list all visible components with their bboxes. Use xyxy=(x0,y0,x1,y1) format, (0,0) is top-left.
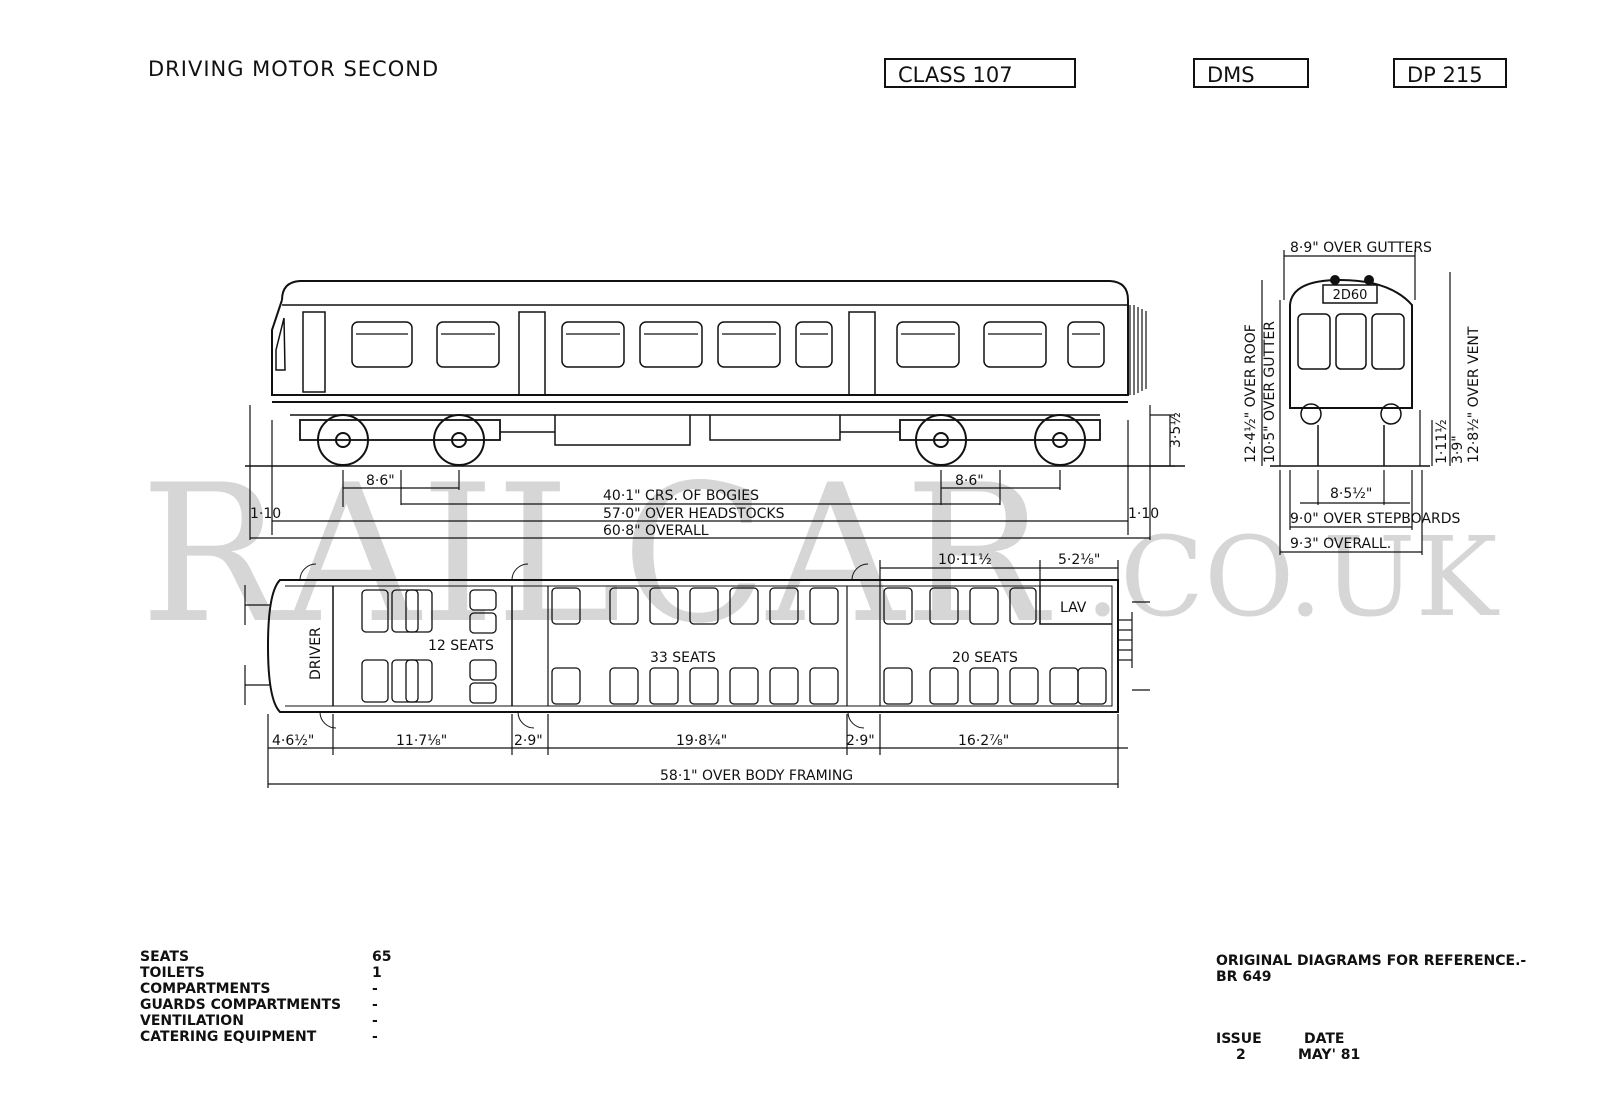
plan-view xyxy=(244,563,1150,729)
end-dimension-labels: 8·9" OVER GUTTERS 12·4½" OVER ROOF 10·5"… xyxy=(1243,240,1482,552)
type-box: DMS xyxy=(1193,58,1309,88)
date-value: MAY' 81 xyxy=(1298,1047,1361,1063)
stats-row: CATERING EQUIPMENT - xyxy=(140,1029,400,1045)
dim-end-right: 1·10 xyxy=(1128,506,1159,522)
stats-label: GUARDS COMPARTMENTS xyxy=(140,997,342,1013)
stats-value: 1 xyxy=(372,965,382,981)
dim-over-gutter: 10·5" OVER GUTTER xyxy=(1262,321,1278,463)
dim-end-overall: 9·3" OVERALL. xyxy=(1290,536,1391,552)
issue-value: 2 xyxy=(1236,1047,1246,1063)
buffer-right xyxy=(1380,403,1402,425)
stats-value: 65 xyxy=(372,949,392,965)
side-windows xyxy=(351,321,1105,368)
watermark: RAILCAR .CO.UK xyxy=(140,444,1500,665)
stats-label: VENTILATION xyxy=(140,1013,244,1029)
plan-label-33-seats: 33 SEATS xyxy=(650,650,716,666)
plan-label-driver: DRIVER xyxy=(308,627,324,680)
dim-plan-seg-5: 2·9" xyxy=(846,733,875,749)
dim-end-bogie-width: 8·5½" xyxy=(1330,486,1372,502)
plan-label-12-seats: 12 SEATS xyxy=(428,638,494,654)
reference-block: ORIGINAL DIAGRAMS FOR REFERENCE.- BR 649 xyxy=(1216,953,1526,985)
side-body xyxy=(271,299,1129,396)
side-elevation xyxy=(245,280,1185,467)
watermark-main: RAILCAR xyxy=(140,444,1052,665)
side-dimensions xyxy=(249,405,1175,540)
dim-over-body-framing: 58·1" OVER BODY FRAMING xyxy=(660,768,853,784)
stats-label: TOILETS xyxy=(140,965,205,981)
dim-bogie-wheelbase-right: 8·6" xyxy=(955,473,984,489)
bogie-left xyxy=(299,414,501,466)
headcode-box xyxy=(1322,284,1378,304)
end-body xyxy=(1289,278,1413,409)
side-door xyxy=(518,311,546,396)
stats-row: GUARDS COMPARTMENTS - xyxy=(140,997,400,1013)
stats-label: CATERING EQUIPMENT xyxy=(140,1029,317,1045)
dim-height-small-b: 3·9" xyxy=(1450,435,1466,464)
stats-table: SEATS 65 TOILETS 1 COMPARTMENTS - GUARDS… xyxy=(140,949,400,1045)
end-window-left xyxy=(1297,313,1331,370)
plan-dimension-labels: 10·11½ 5·2⅛" 4·6½" 11·7⅛" 2·9" 19·8¼" 2·… xyxy=(272,552,1100,784)
dim-over-roof: 12·4½" OVER ROOF xyxy=(1243,324,1259,463)
stats-value: - xyxy=(372,1029,378,1045)
stats-row: VENTILATION - xyxy=(140,1013,400,1029)
dim-plan-seg-4: 19·8¼" xyxy=(676,733,727,749)
plan-label-lav: LAV xyxy=(1060,600,1087,616)
stats-row: SEATS 65 xyxy=(140,949,400,965)
reference-line-1: ORIGINAL DIAGRAMS FOR REFERENCE.- xyxy=(1216,953,1527,969)
diagram-title: DRIVING MOTOR SECOND xyxy=(148,57,440,81)
dim-floor-height: 3·5½ xyxy=(1168,412,1184,448)
dim-end-left: 1·10 xyxy=(250,506,281,522)
side-roof xyxy=(281,280,1129,301)
dim-plan-top-b: 5·2⅛" xyxy=(1058,552,1100,568)
end-elevation xyxy=(1270,275,1430,467)
end-window-right xyxy=(1371,313,1405,370)
stats-row: TOILETS 1 xyxy=(140,965,400,981)
stats-label: COMPARTMENTS xyxy=(140,981,271,997)
side-door xyxy=(302,311,326,393)
dim-over-vent: 12·8½" OVER VENT xyxy=(1466,326,1482,463)
plan-seats xyxy=(361,587,1107,705)
issue-block: ISSUE DATE 2 MAY' 81 xyxy=(1216,1031,1376,1063)
headcode-label: 2D60 xyxy=(1333,288,1368,303)
plan-body-outline xyxy=(266,579,1119,713)
reference-line-2: BR 649 xyxy=(1216,969,1272,985)
issue-label: ISSUE xyxy=(1216,1031,1262,1047)
class-box: CLASS 107 xyxy=(884,58,1076,88)
plan-dimensions xyxy=(267,560,1128,788)
watermark-suffix: .CO.UK xyxy=(1085,513,1500,641)
end-gangway-door xyxy=(1335,313,1367,370)
plan-label-20-seats: 20 SEATS xyxy=(952,650,1018,666)
bogie-right xyxy=(899,414,1101,466)
dim-height-small-a: 1·11½ xyxy=(1434,419,1450,464)
side-dimension-labels: 8·6" 8·6" 40·1" CRS. OF BOGIES 57·0" OVE… xyxy=(250,412,1184,539)
side-door xyxy=(848,311,876,396)
dim-plan-top-a: 10·11½ xyxy=(938,552,992,568)
date-label: DATE xyxy=(1304,1031,1345,1047)
dim-overall: 60·8" OVERALL xyxy=(603,523,709,539)
dim-plan-seg-1: 4·6½" xyxy=(272,733,314,749)
dim-plan-seg-6: 16·2⅞" xyxy=(958,733,1009,749)
dim-plan-seg-3: 2·9" xyxy=(514,733,543,749)
dim-bogie-wheelbase-left: 8·6" xyxy=(366,473,395,489)
dim-over-headstocks: 57·0" OVER HEADSTOCKS xyxy=(603,506,785,522)
stats-label: SEATS xyxy=(140,949,190,965)
diagram-number-box: DP 215 xyxy=(1393,58,1507,88)
stats-value: - xyxy=(372,1013,378,1029)
end-dimensions xyxy=(1261,250,1451,555)
stats-value: - xyxy=(372,981,378,997)
dim-over-gutters: 8·9" OVER GUTTERS xyxy=(1290,240,1432,256)
stats-value: - xyxy=(372,997,378,1013)
buffer-left xyxy=(1300,403,1322,425)
dim-plan-seg-2: 11·7⅛" xyxy=(396,733,447,749)
dim-over-stepboards: 9·0" OVER STEPBOARDS xyxy=(1290,511,1460,527)
stats-row: COMPARTMENTS - xyxy=(140,981,400,997)
dim-crs-of-bogies: 40·1" CRS. OF BOGIES xyxy=(603,488,759,504)
